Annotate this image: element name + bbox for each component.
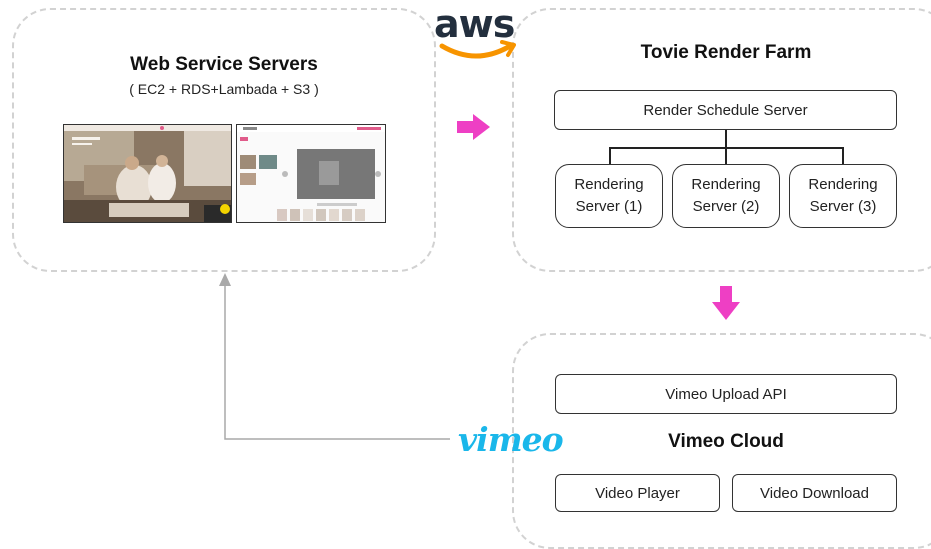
video-player-box: Video Player: [555, 474, 720, 512]
rendering-server-label: Rendering: [691, 176, 761, 193]
render-farm-panel: [512, 8, 931, 272]
aws-logo-text: aws: [434, 2, 515, 46]
web-service-title: Web Service Servers: [130, 54, 318, 75]
connector-line: [842, 147, 844, 165]
rendering-server-number: Server (2): [692, 198, 760, 215]
aws-logo: aws: [430, 2, 522, 64]
connector-line: [609, 147, 611, 165]
vimeo-upload-api: Vimeo Upload API: [555, 374, 897, 414]
rendering-server-label: Rendering: [808, 176, 878, 193]
pink-down-arrow-icon: [712, 286, 740, 320]
vimeo-cloud-title: Vimeo Cloud: [668, 431, 784, 452]
pink-right-arrow-icon: [457, 114, 490, 140]
video-download-box: Video Download: [732, 474, 897, 512]
rendering-server-number: Server (3): [809, 198, 877, 215]
gray-return-arrow-icon: [219, 273, 450, 440]
web-service-subtitle: ( EC2 + RDS+Lambada + S3 ): [129, 81, 319, 97]
rendering-server-1: Rendering Server (1): [555, 164, 663, 228]
render-farm-title: Tovie Render Farm: [640, 42, 812, 63]
connector-line: [725, 130, 727, 148]
web-service-panel: [12, 8, 436, 272]
website-screenshot-home: [63, 124, 232, 223]
rendering-server-label: Rendering: [574, 176, 644, 193]
connector-line: [725, 147, 727, 165]
website-screenshot-editor: [236, 124, 386, 223]
rendering-server-3: Rendering Server (3): [789, 164, 897, 228]
rendering-server-number: Server (1): [575, 198, 643, 215]
vimeo-logo: vimeo: [458, 420, 564, 459]
rendering-server-2: Rendering Server (2): [672, 164, 780, 228]
aws-smile-icon: [439, 40, 516, 59]
render-schedule-server: Render Schedule Server: [554, 90, 897, 130]
